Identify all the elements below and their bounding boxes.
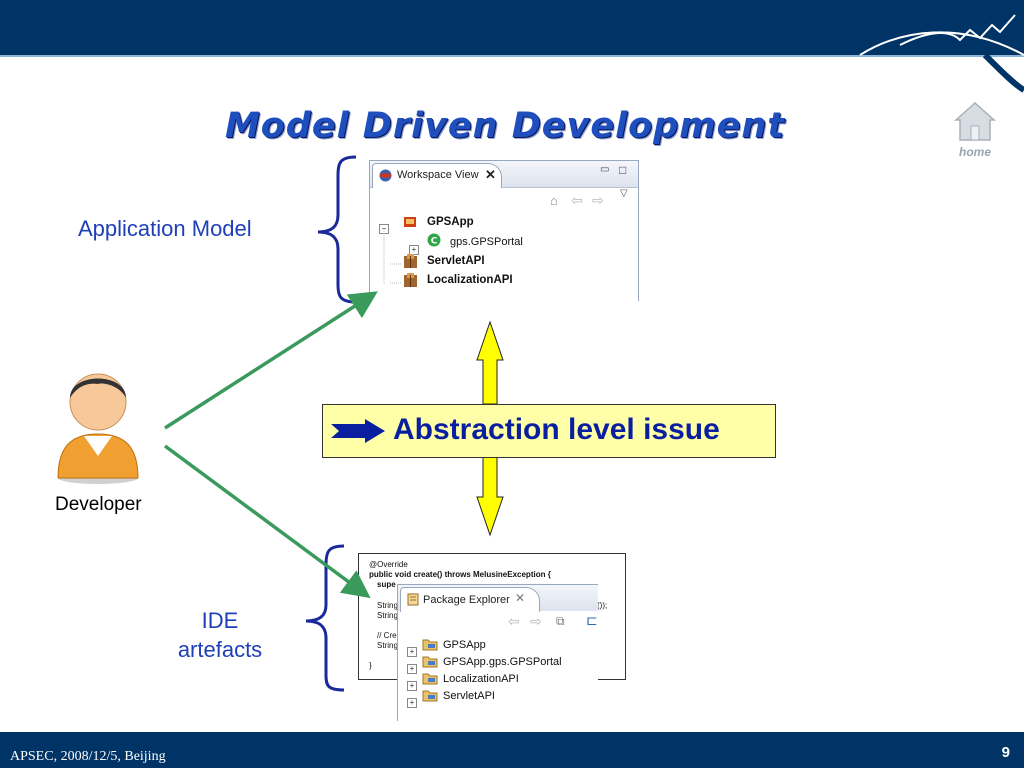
tree-expander[interactable]: + bbox=[407, 641, 417, 659]
package-explorer-panel: Package Explorer ✕ ⇦ ⇨ ⧉ ⊏ + GPSApp + GP… bbox=[397, 584, 598, 721]
home-icon bbox=[954, 101, 996, 141]
developer-label: Developer bbox=[55, 494, 142, 515]
arrow-to-ide-artefacts bbox=[163, 444, 371, 599]
package-explorer-icon bbox=[407, 593, 419, 606]
home-link[interactable]: home bbox=[950, 100, 1000, 159]
application-icon bbox=[404, 217, 416, 227]
footer-text: APSEC, 2008/12/5, Beijing bbox=[10, 749, 166, 764]
ide-artefacts-label: IDE artefacts bbox=[160, 606, 280, 664]
code-fragment: ()); bbox=[597, 601, 608, 610]
home-nav-icon[interactable]: ⌂ bbox=[550, 193, 558, 208]
close-icon[interactable]: ✕ bbox=[515, 591, 526, 605]
workspace-view-panel: Workspace View ✕ ▭ □ ⌂ ⇦ ⇨ ▽ − GPSApp + … bbox=[369, 160, 639, 301]
back-arrow-icon[interactable]: ⇦ bbox=[571, 192, 583, 208]
tree-item-servletapi[interactable]: ServletAPI bbox=[427, 255, 485, 267]
package-box-icon bbox=[404, 254, 417, 268]
code-line: String bbox=[377, 601, 398, 610]
forward-arrow-icon[interactable]: ⇨ bbox=[592, 192, 604, 208]
tab-package-explorer[interactable]: Package Explorer ✕ bbox=[400, 587, 540, 612]
workspace-view-tab-label: Workspace View bbox=[397, 169, 479, 181]
package-box-icon bbox=[404, 273, 417, 287]
pe-item-gpsapp-gps-gpsportal[interactable]: GPSApp.gps.GPSPortal bbox=[443, 656, 562, 668]
pe-item-localizationapi[interactable]: LocalizationAPI bbox=[443, 673, 519, 685]
package-explorer-tab-label: Package Explorer bbox=[423, 594, 510, 606]
tree-expander[interactable]: + bbox=[407, 658, 417, 676]
tree-item-gpsapp[interactable]: GPSApp bbox=[427, 216, 474, 228]
svg-text:C: C bbox=[431, 237, 438, 247]
minimize-icon[interactable]: ▭ bbox=[600, 164, 610, 175]
project-folder-icon bbox=[422, 673, 438, 685]
application-model-label: Application Model bbox=[78, 216, 252, 241]
logo-mountain-swoosh bbox=[859, 14, 1024, 93]
code-line: public void create() throws MelusineExce… bbox=[369, 570, 551, 579]
double-arrow-up bbox=[476, 320, 504, 405]
tab-workspace-view[interactable]: Workspace View ✕ bbox=[372, 163, 502, 188]
abstraction-issue-box: Abstraction level issue bbox=[322, 404, 776, 458]
workspace-globe-icon bbox=[379, 169, 392, 182]
braces bbox=[305, 155, 357, 692]
tree-item-gps-gpsportal[interactable]: gps.GPSPortal bbox=[450, 236, 523, 248]
tree-expander[interactable]: + bbox=[407, 675, 417, 693]
project-folder-icon bbox=[422, 656, 438, 668]
code-line: // Cre bbox=[377, 631, 397, 640]
link-editor-icon[interactable]: ⊏ bbox=[586, 612, 598, 628]
tree-expander[interactable]: + bbox=[407, 692, 417, 710]
header-bar bbox=[0, 0, 1024, 55]
code-line: @Override bbox=[369, 560, 408, 569]
brace-bottom bbox=[305, 544, 345, 692]
maximize-icon[interactable]: □ bbox=[619, 163, 627, 177]
page-number: 9 bbox=[1001, 744, 1010, 761]
forward-arrow-icon[interactable]: ⇨ bbox=[530, 613, 542, 629]
collapse-all-icon[interactable]: ⧉ bbox=[556, 614, 565, 628]
ide-artefacts-line2: artefacts bbox=[177, 637, 263, 662]
ide-artefacts-line1: IDE bbox=[201, 608, 239, 633]
tree-item-localizationapi[interactable]: LocalizationAPI bbox=[427, 274, 513, 286]
pe-item-servletapi[interactable]: ServletAPI bbox=[443, 690, 495, 702]
developer-avatar bbox=[57, 373, 139, 484]
code-line: String bbox=[377, 641, 398, 650]
code-line: String bbox=[377, 611, 398, 620]
footer-bar bbox=[0, 732, 1024, 768]
code-line: supe bbox=[377, 580, 396, 589]
pe-item-gpsapp[interactable]: GPSApp bbox=[443, 639, 486, 651]
view-menu-icon[interactable]: ▽ bbox=[620, 188, 628, 199]
header-divider bbox=[0, 55, 1024, 57]
brace-top bbox=[317, 155, 357, 304]
arrow-to-application-model bbox=[164, 291, 378, 430]
component-icon: C bbox=[427, 233, 441, 247]
code-line: } bbox=[369, 661, 372, 670]
back-arrow-icon[interactable]: ⇦ bbox=[508, 613, 520, 629]
project-folder-icon bbox=[422, 639, 438, 651]
slide-title: Model Driven Development bbox=[224, 106, 786, 146]
right-arrow-icon bbox=[331, 419, 385, 443]
double-arrow-down bbox=[476, 455, 504, 537]
home-label: home bbox=[958, 145, 991, 159]
close-icon[interactable]: ✕ bbox=[485, 167, 496, 182]
abstraction-issue-text: Abstraction level issue bbox=[393, 413, 720, 446]
project-folder-icon bbox=[422, 690, 438, 702]
